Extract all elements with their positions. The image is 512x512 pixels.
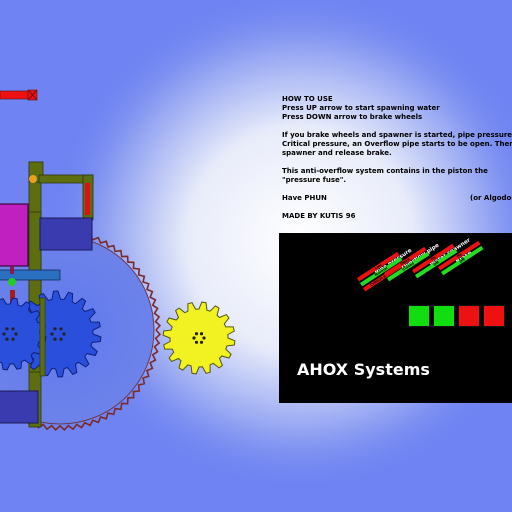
gear-yellow-hole — [199, 332, 204, 336]
gear-left-hole — [11, 327, 15, 331]
credit-text: MADE BY KUTIS 96 — [282, 212, 356, 220]
blue-bar[interactable] — [0, 269, 61, 281]
instruction-para2-line2: "pressure fuse". — [282, 176, 347, 184]
red-rod — [10, 290, 15, 304]
gear-left-hole — [5, 327, 9, 331]
status-light — [433, 305, 455, 327]
gear-yellow-hole — [199, 340, 204, 344]
gear-left-hole — [2, 332, 6, 336]
lower-block[interactable] — [0, 390, 39, 424]
gear-blue-hole — [59, 327, 63, 331]
gear-blue-hole — [53, 337, 57, 341]
status-panel: Pipe pressureLowNormalCritical pressureO… — [279, 233, 512, 403]
instruction-para1-line3: spawner and release brake. — [282, 149, 392, 157]
lower-rod — [39, 297, 46, 377]
red-pipe-indicator — [85, 183, 90, 215]
gear-yellow-hole — [194, 332, 199, 336]
gear-left-teeth — [0, 297, 47, 371]
chain-ring — [0, 228, 162, 432]
instruction-up: Press UP arrow to start spawning water — [282, 104, 440, 112]
instructions-text: HOW TO USE Press UP arrow to start spawn… — [282, 95, 512, 221]
instruction-para1-line2: Critical pressure, an Overflow pipe star… — [282, 140, 512, 148]
status-light — [483, 305, 505, 327]
orange-joint — [29, 175, 37, 183]
piston-body[interactable] — [0, 203, 29, 267]
instructions-heading: HOW TO USE — [282, 95, 333, 103]
gear-blue-hole — [62, 332, 66, 336]
instruction-para1-line1: If you brake wheels and spawner is start… — [282, 131, 512, 139]
status-light — [408, 305, 430, 327]
left-gear[interactable] — [0, 297, 47, 371]
green-indicator — [8, 278, 16, 286]
small-red-marker — [10, 266, 14, 274]
gear-blue-hole — [50, 332, 54, 336]
gear-yellow-hole — [192, 336, 196, 340]
upper-block[interactable] — [39, 217, 93, 251]
gear-left-hole — [11, 337, 15, 341]
gear-yellow-teeth — [162, 301, 236, 375]
yellow-gear[interactable] — [162, 301, 236, 375]
have-phun-text: Have PHUN — [282, 194, 327, 202]
gear-left-hole — [14, 332, 18, 336]
algodoo-text: (or Algodoo — [470, 194, 512, 202]
gear-yellow-hole — [194, 340, 199, 344]
red-lever[interactable] — [0, 89, 38, 101]
gear-left-hole — [5, 337, 9, 341]
gear-blue-hole — [59, 337, 63, 341]
gear-yellow-hole — [202, 336, 206, 340]
instruction-down: Press DOWN arrow to brake wheels — [282, 113, 423, 121]
brand-title: AHOX Systems — [297, 360, 430, 379]
status-light — [458, 305, 480, 327]
gear-blue-hole — [53, 327, 57, 331]
instruction-para2-line1: This anti-overflow system contains in th… — [282, 167, 488, 175]
